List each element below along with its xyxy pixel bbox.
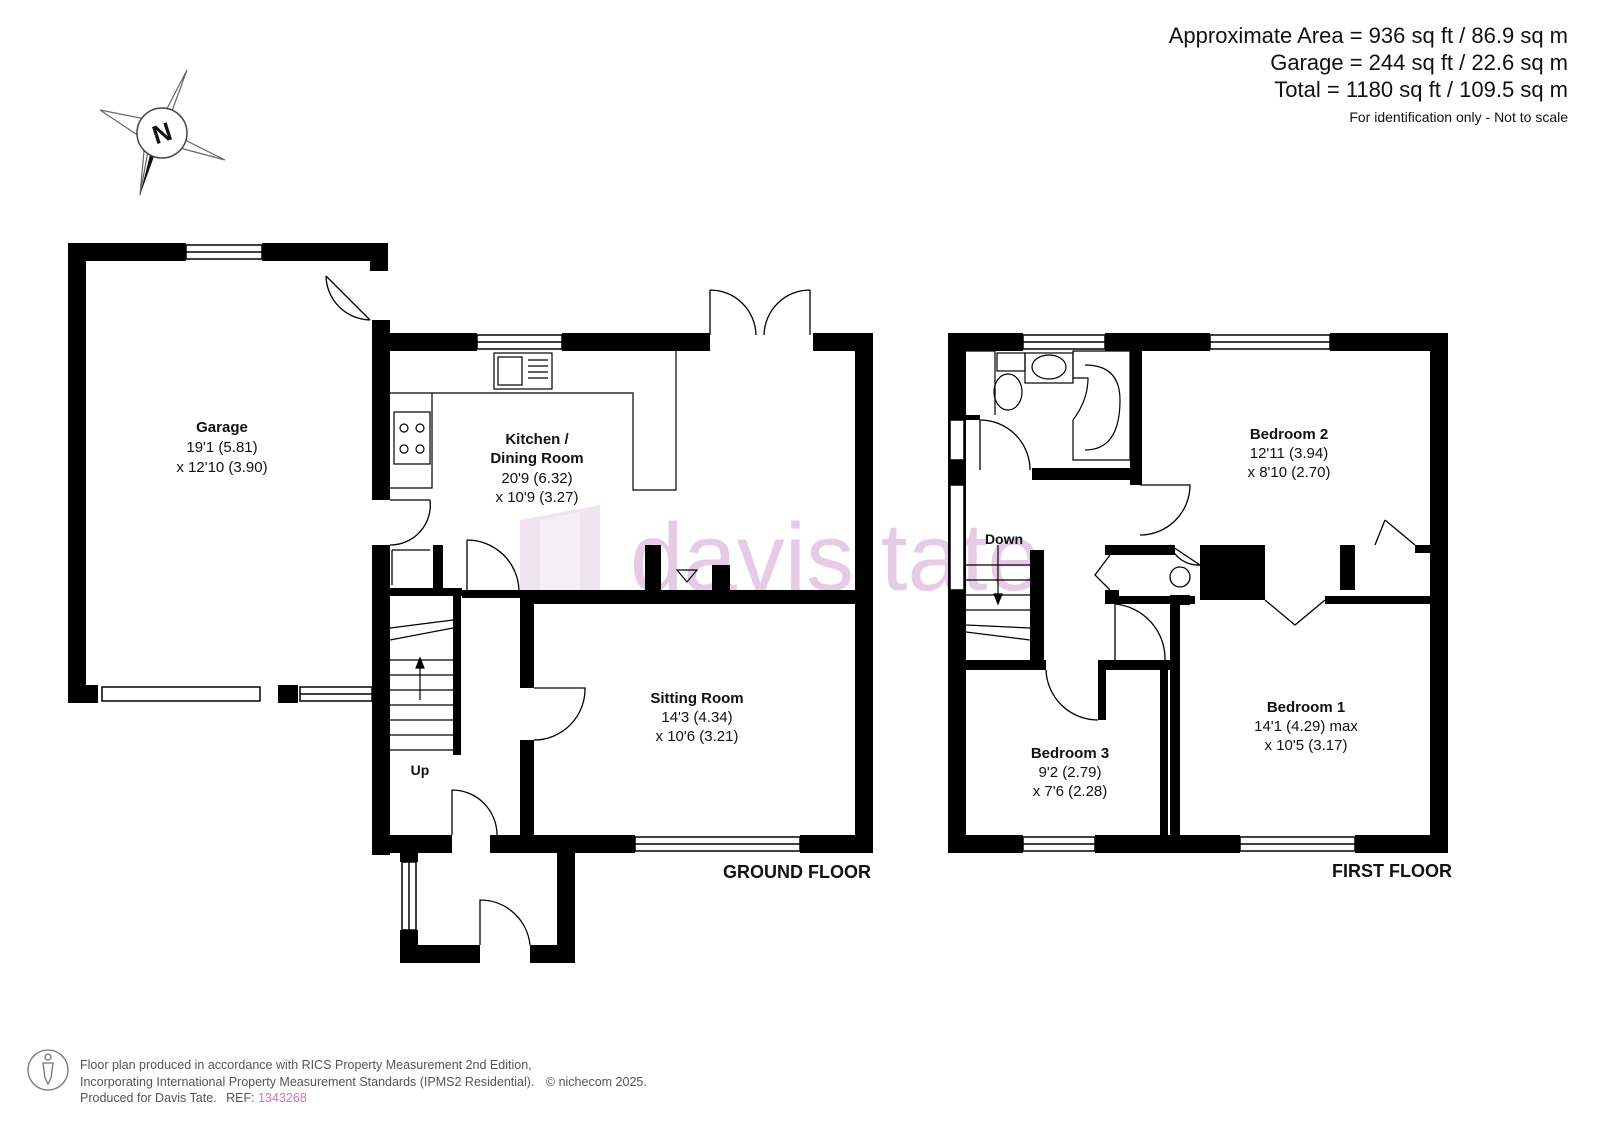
footer-ref-value: 1343268 [258, 1091, 307, 1105]
kitchen-dim2: x 10'9 (3.27) [496, 489, 579, 506]
bedroom1-dim1: 14'1 (4.29) max [1254, 718, 1358, 735]
bedroom3-dim1: 9'2 (2.79) [1039, 764, 1102, 781]
bedroom2-dim1: 12'11 (3.94) [1250, 445, 1328, 462]
kitchen-name-line1: Kitchen / [505, 431, 569, 448]
ground-floor-windows [101, 244, 801, 931]
ground-floor-labels: Garage 19'1 (5.81) x 12'10 (3.90) Kitche… [176, 419, 871, 882]
first-floor-walls [948, 333, 1448, 853]
footer-copyright: © nichecom 2025. [545, 1074, 647, 1089]
sitting-room-dim2: x 10'6 (3.21) [656, 728, 739, 745]
stairs-down-label: Down [985, 531, 1023, 547]
bedroom3-name: Bedroom 3 [1031, 745, 1109, 762]
garage-area: Garage = 244 sq ft / 22.6 sq m [1270, 50, 1568, 75]
footer-line2: Incorporating International Property Mea… [80, 1074, 535, 1089]
footer-line3: Produced for Davis Tate. [80, 1091, 217, 1105]
sitting-room-name: Sitting Room [650, 690, 743, 707]
bedroom1-name: Bedroom 1 [1267, 699, 1345, 716]
footer-line1: Floor plan produced in accordance with R… [80, 1058, 532, 1072]
bedroom3-dim2: x 7'6 (2.28) [1033, 783, 1108, 800]
bedroom2-dim2: x 8'10 (2.70) [1248, 464, 1331, 481]
first-floor-doors [979, 419, 1416, 721]
ground-floor-fixtures [389, 351, 699, 751]
ground-floor-title: GROUND FLOOR [723, 862, 871, 882]
first-floor-windows [949, 334, 1356, 852]
garage-name: Garage [196, 419, 248, 436]
person-icon [27, 1049, 69, 1091]
footer-credits: Floor plan produced in accordance with R… [80, 1057, 647, 1107]
bedroom1-dim2: x 10'5 (3.17) [1265, 737, 1348, 754]
stairs-up-label: Up [411, 762, 430, 778]
first-floor-labels: Bedroom 2 12'11 (3.94) x 8'10 (2.70) Bed… [985, 426, 1452, 881]
footer-line2-row: Incorporating International Property Mea… [80, 1074, 647, 1091]
scale-note: For identification only - Not to scale [1349, 109, 1568, 125]
ground-floor-doors [325, 275, 811, 946]
garage-dim2: x 12'10 (3.90) [176, 459, 267, 476]
area-summary: Approximate Area = 936 sq ft / 86.9 sq m… [1169, 22, 1568, 131]
sitting-room-dim1: 14'3 (4.34) [661, 709, 732, 726]
garage-dim1: 19'1 (5.81) [186, 439, 257, 456]
total-area: Total = 1180 sq ft / 109.5 sq m [1274, 77, 1568, 102]
kitchen-dim1: 20'9 (6.32) [501, 470, 572, 487]
approximate-area: Approximate Area = 936 sq ft / 86.9 sq m [1168, 23, 1568, 48]
first-floor-title: FIRST FLOOR [1332, 861, 1452, 881]
ground-floor-walls [68, 243, 873, 963]
footer-line3-row: Produced for Davis Tate. REF: 1343268 [80, 1090, 647, 1107]
footer-ref-label: REF: [226, 1091, 255, 1105]
bedroom2-name: Bedroom 2 [1250, 426, 1328, 443]
kitchen-name-line2: Dining Room [490, 450, 583, 467]
compass-icon: N [99, 69, 226, 196]
first-floor-fixtures [965, 350, 1131, 641]
